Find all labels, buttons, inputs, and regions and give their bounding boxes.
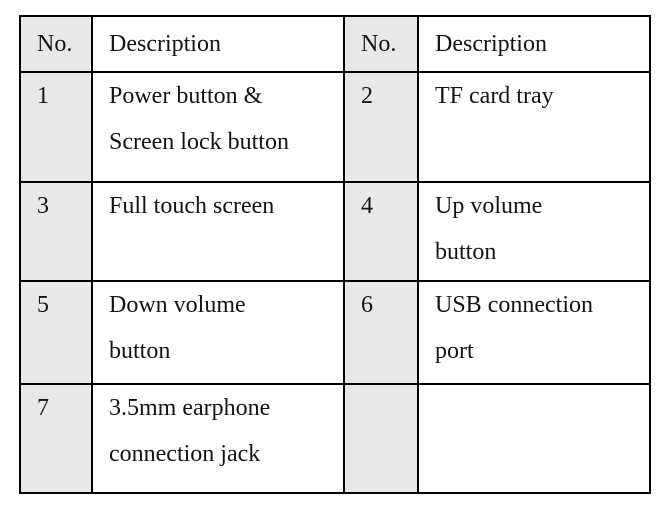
table-row: 1 Power button & Screen lock button 2 TF…	[19, 71, 651, 183]
cell-description	[417, 383, 651, 494]
cell-no: 3	[19, 181, 93, 282]
table-row: 7 3.5mm earphone connection jack	[19, 383, 651, 494]
cell-no: 2	[343, 71, 419, 183]
cell-description: USB connection port	[417, 280, 651, 385]
table-row: 5 Down volume button 6 USB connection po…	[19, 280, 651, 385]
cell-description: Power button & Screen lock button	[91, 71, 345, 183]
cell-no: 5	[19, 280, 93, 385]
cell-no: 7	[19, 383, 93, 494]
cell-no: 6	[343, 280, 419, 385]
cell-description: Down volume button	[91, 280, 345, 385]
cell-description: Full touch screen	[91, 181, 345, 282]
cell-no: 4	[343, 181, 419, 282]
table-header-row: No. Description No. Description	[19, 15, 651, 73]
parts-description-table: No. Description No. Description 1 Power …	[19, 15, 651, 494]
cell-description: Up volume button	[417, 181, 651, 282]
header-no-right: No.	[343, 15, 419, 73]
header-desc-right: Description	[417, 15, 651, 73]
table-row: 3 Full touch screen 4 Up volume button	[19, 181, 651, 282]
cell-description: TF card tray	[417, 71, 651, 183]
cell-description: 3.5mm earphone connection jack	[91, 383, 345, 494]
cell-no: 1	[19, 71, 93, 183]
header-desc-left: Description	[91, 15, 345, 73]
cell-no	[343, 383, 419, 494]
header-no-left: No.	[19, 15, 93, 73]
